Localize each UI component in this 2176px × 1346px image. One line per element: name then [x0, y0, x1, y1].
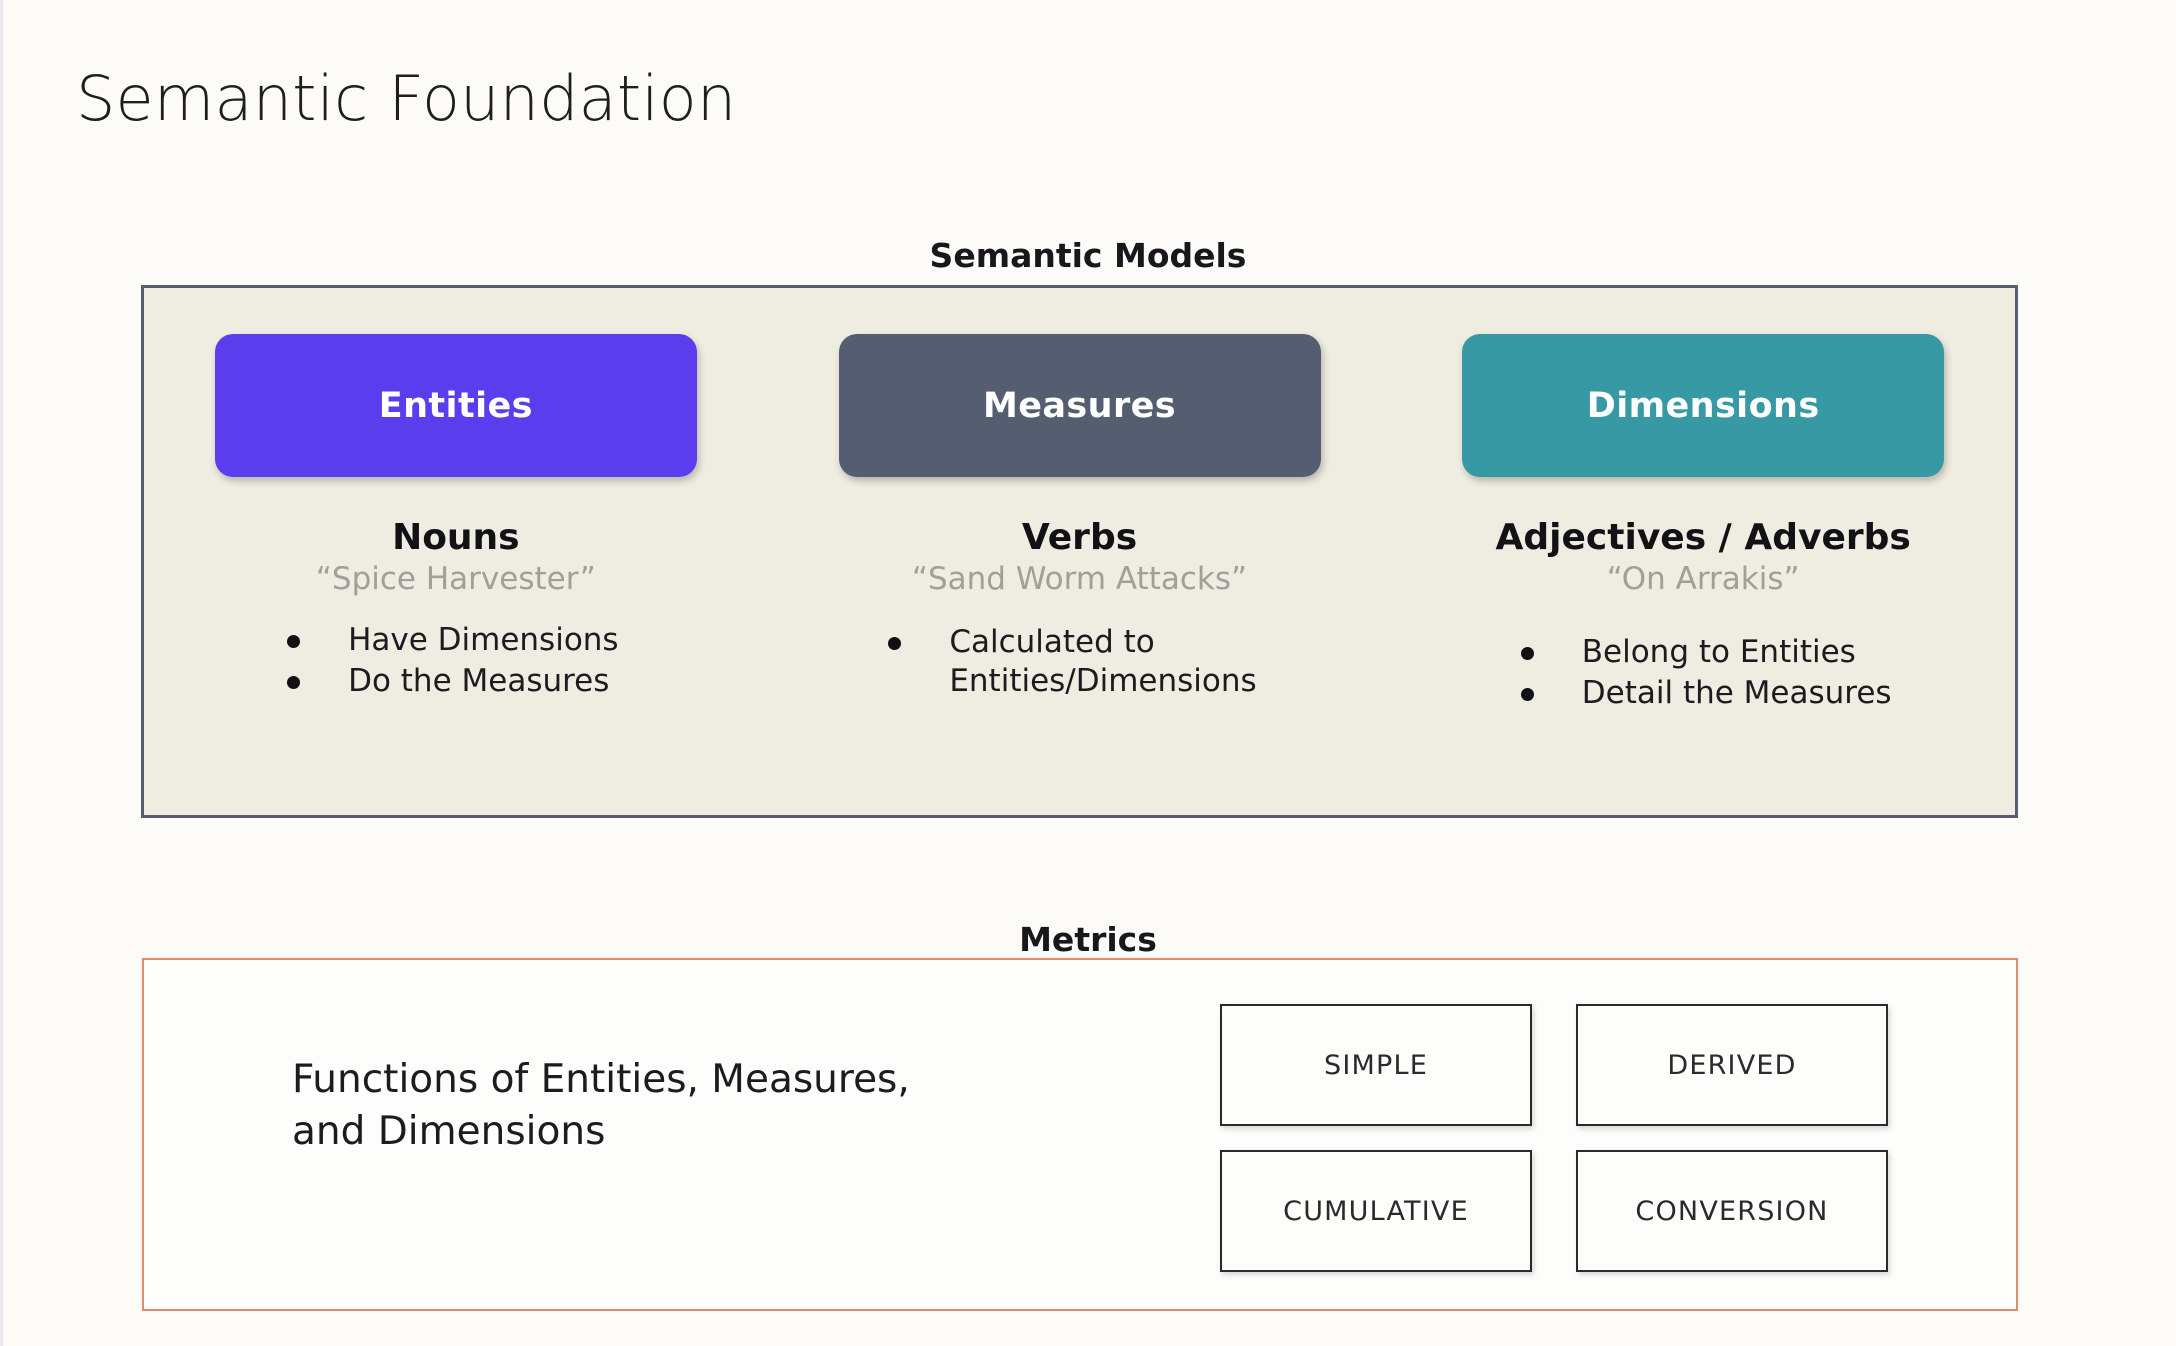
metrics-heading: Metrics [1019, 920, 1157, 959]
left-edge-line [0, 0, 3, 1346]
entities-bullet-text: Do the Measures [348, 663, 610, 700]
bullet-dot-icon [287, 676, 301, 690]
list-item: Calculated to Entities/Dimensions [888, 623, 1257, 702]
metric-type-simple[interactable]: SIMPLE [1220, 1004, 1532, 1126]
semantic-column-dimensions: Dimensions Adjectives / Adverbs “On Arra… [1391, 288, 2015, 815]
semantic-models-panel: Entities Nouns “Spice Harvester” Have Di… [141, 285, 2018, 818]
bullet-dot-icon [1520, 688, 1534, 702]
metric-type-cumulative[interactable]: CUMULATIVE [1220, 1150, 1532, 1272]
list-item: Have Dimensions [287, 621, 619, 661]
bullet-dot-icon [888, 636, 902, 650]
entities-bullet-text: Have Dimensions [348, 621, 619, 658]
dimensions-bullet-list: Belong to Entities Detail the Measures [1520, 633, 1892, 716]
dimensions-card[interactable]: Dimensions [1462, 334, 1945, 477]
bullet-dot-icon [287, 634, 301, 648]
entities-part-of-speech: Nouns [392, 517, 520, 558]
metric-type-conversion[interactable]: CONVERSION [1576, 1150, 1888, 1272]
dimensions-example: “On Arrakis” [1606, 560, 1800, 597]
entities-example: “Spice Harvester” [315, 560, 596, 597]
semantic-columns: Entities Nouns “Spice Harvester” Have Di… [144, 288, 2015, 815]
metric-type-derived[interactable]: DERIVED [1576, 1004, 1888, 1126]
page-title: Semantic Foundation [76, 62, 737, 135]
entities-bullet-list: Have Dimensions Do the Measures [287, 621, 619, 704]
dimensions-part-of-speech: Adjectives / Adverbs [1495, 517, 1911, 558]
measures-bullet-list: Calculated to Entities/Dimensions [888, 621, 1257, 704]
entities-card[interactable]: Entities [214, 334, 697, 477]
metric-type-grid: SIMPLE DERIVED CUMULATIVE CONVERSION [1220, 1004, 1888, 1272]
dimensions-bullet-text: Belong to Entities [1581, 633, 1856, 670]
measures-bullet-text: Calculated to Entities/Dimensions [949, 623, 1257, 700]
measures-example: “Sand Worm Attacks” [911, 560, 1248, 597]
measures-part-of-speech: Verbs [1021, 517, 1138, 558]
measures-card[interactable]: Measures [838, 334, 1321, 477]
semantic-column-measures: Measures Verbs “Sand Worm Attacks” Calcu… [768, 288, 1392, 815]
list-item: Do the Measures [287, 662, 619, 702]
semantic-models-heading: Semantic Models [929, 236, 1247, 275]
semantic-column-entities: Entities Nouns “Spice Harvester” Have Di… [144, 288, 768, 815]
metrics-panel: Functions of Entities, Measures, and Dim… [142, 958, 2018, 1311]
metrics-description: Functions of Entities, Measures, and Dim… [292, 1057, 910, 1154]
list-item: Belong to Entities [1520, 633, 1892, 673]
dimensions-bullet-text: Detail the Measures [1581, 675, 1892, 712]
bullet-dot-icon [1520, 646, 1534, 660]
list-item: Detail the Measures [1520, 674, 1892, 714]
